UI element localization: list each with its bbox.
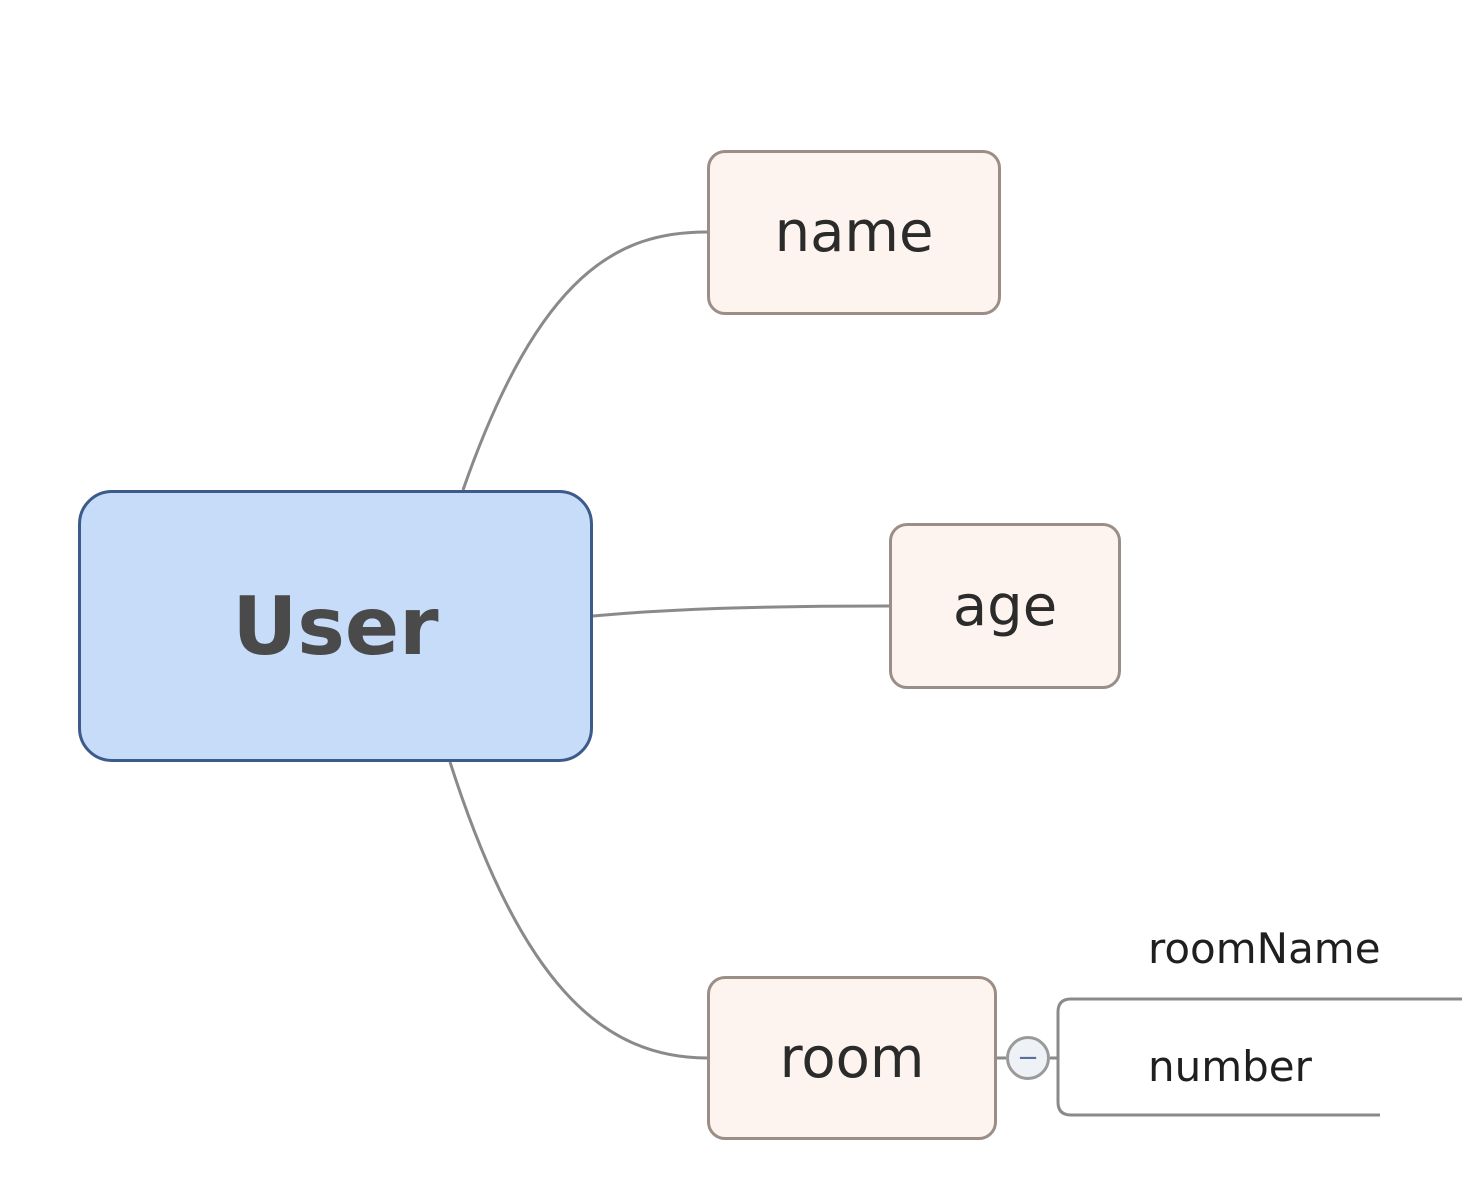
connector-room-roomname: [1056, 997, 1462, 1058]
collapse-icon[interactable]: −: [1006, 1036, 1050, 1080]
topic-age[interactable]: age: [889, 523, 1121, 689]
topic-room[interactable]: room: [707, 976, 997, 1140]
connector-user-name: [461, 230, 708, 491]
subtopic-roomname[interactable]: roomName: [1148, 924, 1381, 973]
topic-name[interactable]: name: [707, 150, 1001, 315]
subtopic-number[interactable]: number: [1148, 1042, 1312, 1091]
central-topic-user[interactable]: User: [78, 490, 593, 762]
connector-user-room: [448, 761, 708, 1060]
connector-room-number: [1056, 1058, 1380, 1117]
connector-user-age: [592, 604, 890, 618]
